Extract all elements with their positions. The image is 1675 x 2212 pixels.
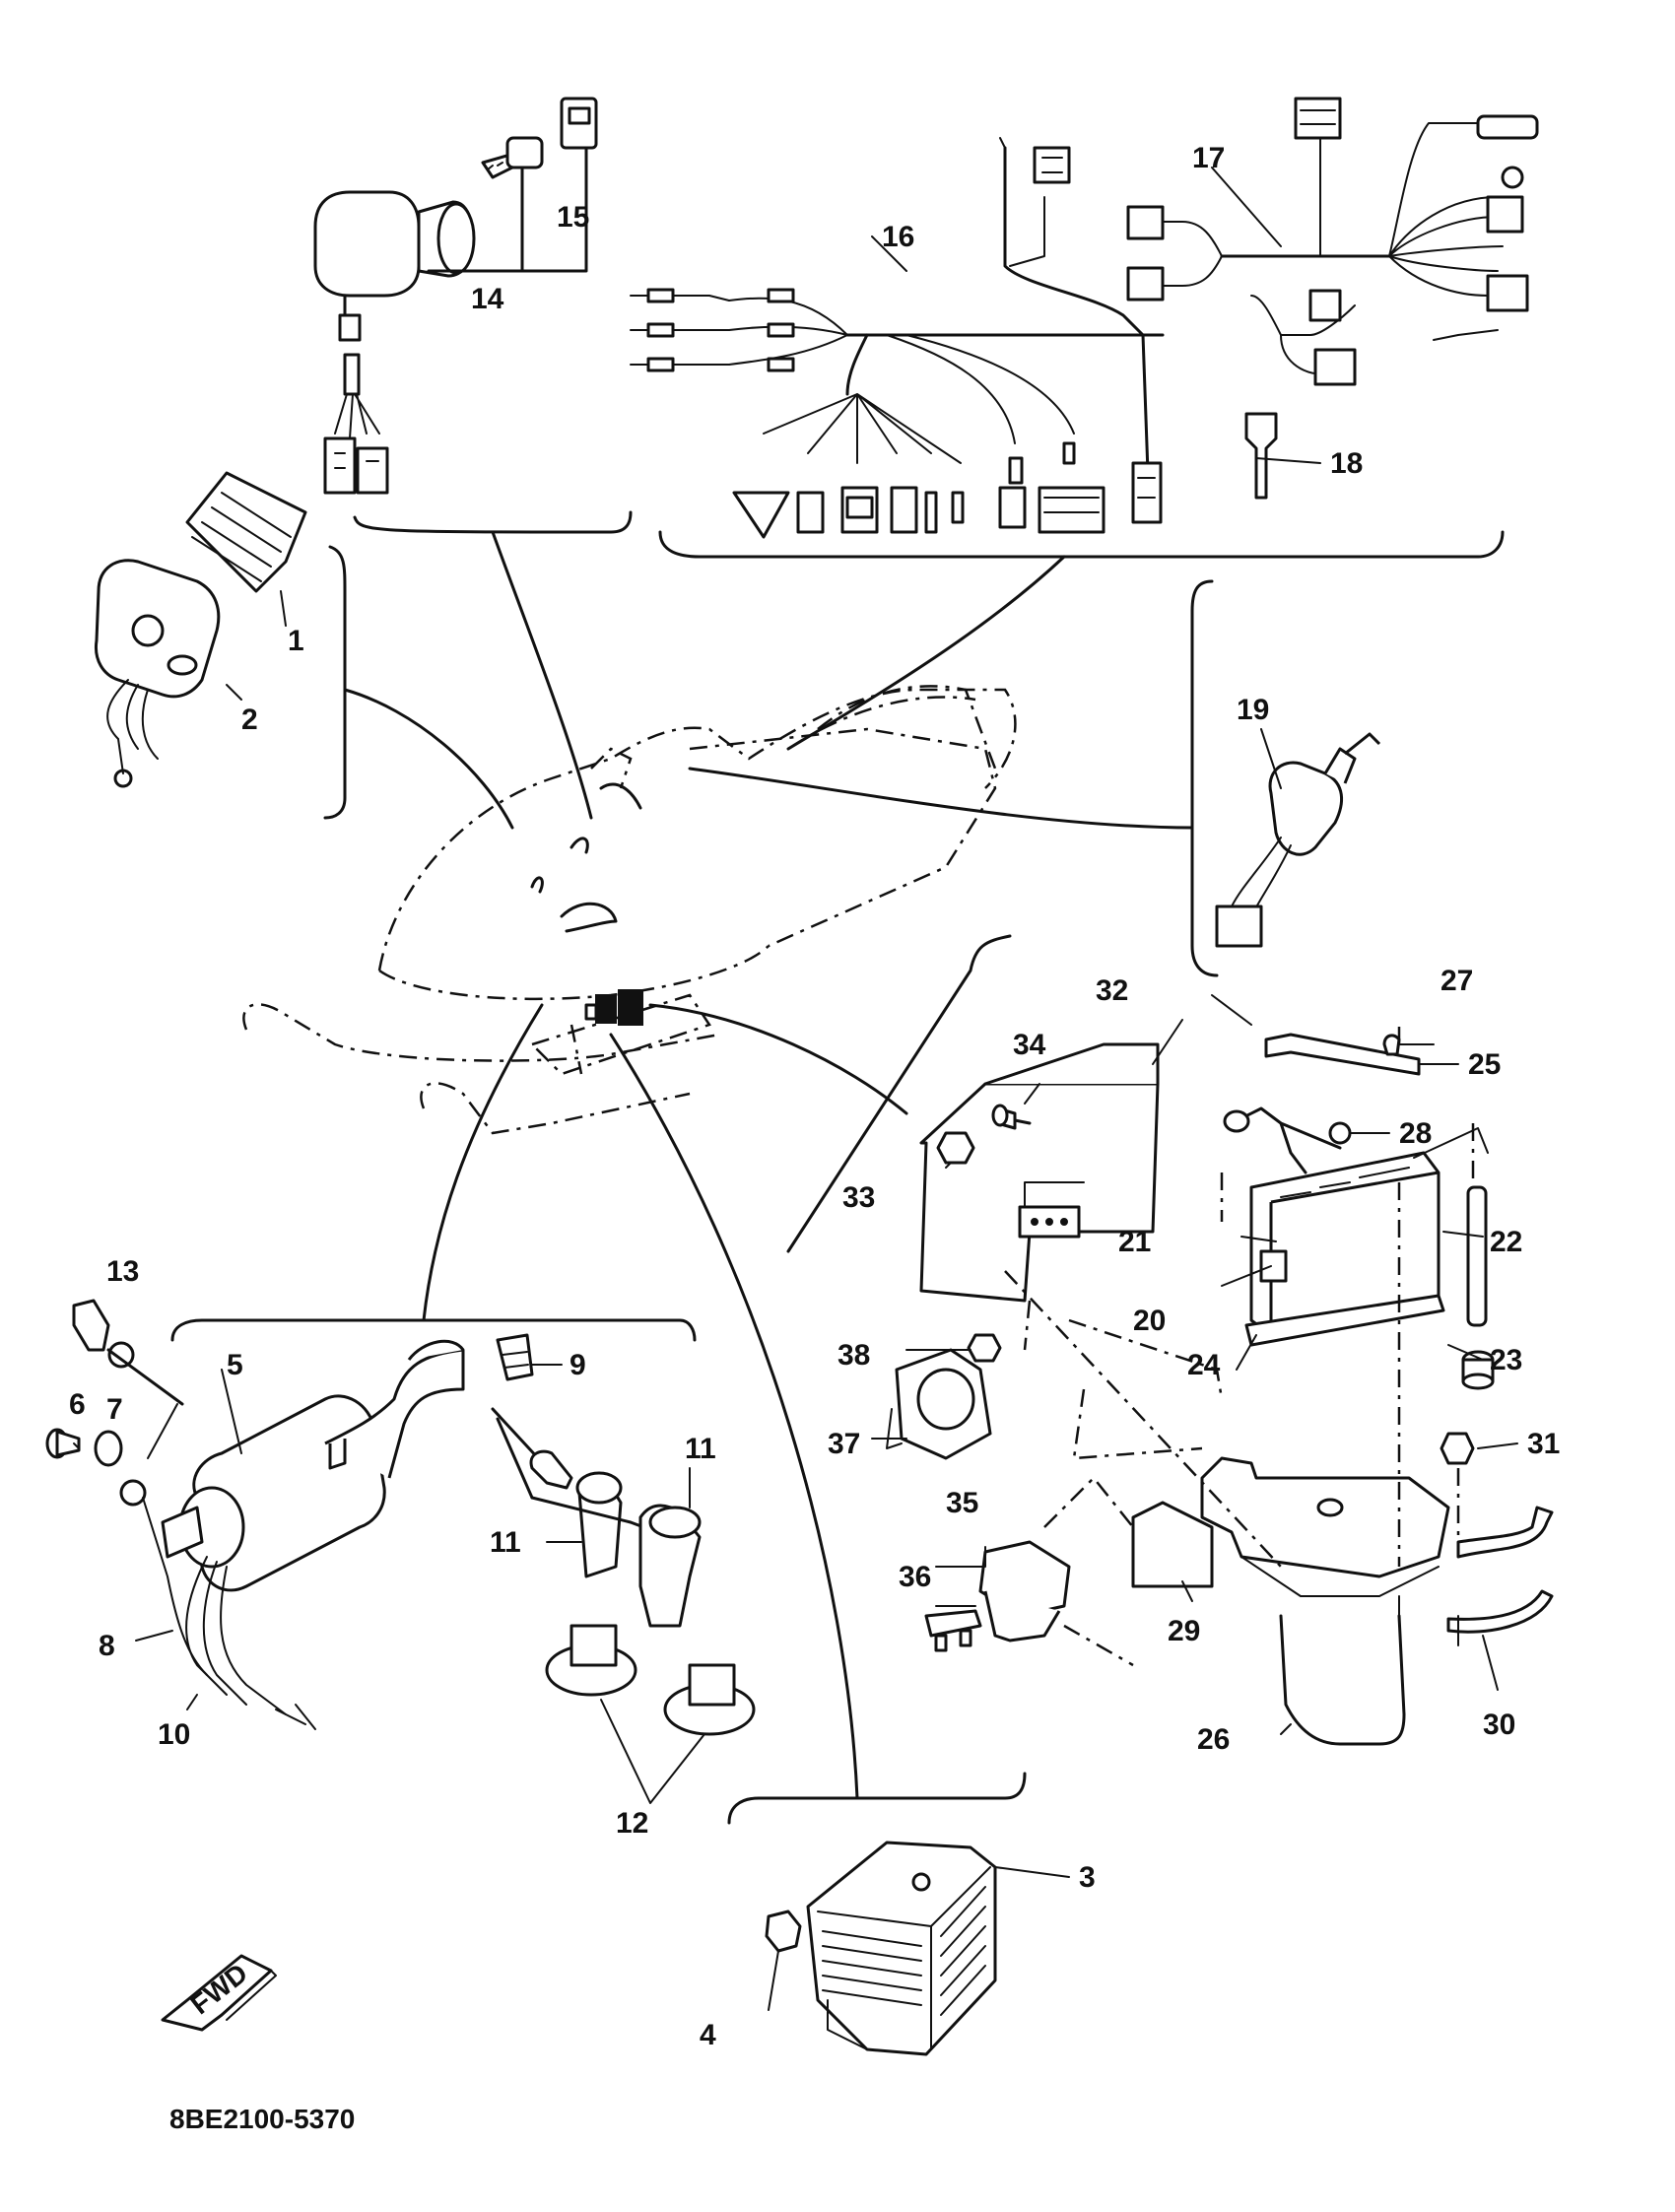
cdi-unit <box>806 1841 997 2056</box>
part-number-label: 36 <box>899 1561 931 1593</box>
nut-31 <box>1440 1432 1475 1465</box>
part-number-label: 15 <box>557 201 589 234</box>
band-26 <box>1279 1595 1406 1746</box>
part-number-label: 26 <box>1197 1723 1230 1756</box>
holder-13 <box>72 1299 184 1406</box>
bracket-30 <box>1446 1506 1554 1646</box>
toggle-switch <box>1215 732 1381 948</box>
handlebar-switch <box>94 471 307 788</box>
nut-33 <box>936 1131 975 1165</box>
key <box>481 136 544 179</box>
main-switch <box>313 190 476 495</box>
battery <box>1249 1151 1440 1337</box>
nut-38 <box>967 1333 1002 1363</box>
group-brackets <box>170 510 1505 1825</box>
grommet-23 <box>1461 1350 1495 1390</box>
part-number-label: 13 <box>106 1255 139 1288</box>
spare-key <box>1244 412 1278 500</box>
part-number-label: 37 <box>828 1428 860 1460</box>
part-number-label: 27 <box>1440 965 1473 997</box>
cap-27 <box>1382 1034 1401 1056</box>
part-number-label: 30 <box>1483 1709 1515 1741</box>
fwd-arrow-icon: FWD <box>161 1954 277 2032</box>
part-number-label: 19 <box>1237 694 1269 726</box>
vent-tube-22 <box>1466 1185 1488 1327</box>
part-number-label: 11 <box>490 1526 521 1559</box>
part-number-label: 1 <box>288 625 304 657</box>
part-number-label: 21 <box>1118 1226 1151 1258</box>
part-number-label: 32 <box>1096 974 1128 1007</box>
battery-cable-28 <box>1223 1106 1352 1174</box>
nut-4 <box>765 1910 802 1953</box>
part-number-label: 17 <box>1192 142 1225 174</box>
washer-7 <box>94 1430 123 1467</box>
part-labels: 1 2 3 4 5 6 7 8 9 10 11 11 12 13 14 15 1… <box>69 142 1560 2051</box>
body-relay <box>584 989 643 1026</box>
part-number-label: 2 <box>241 704 258 736</box>
fuse-36 <box>924 1609 982 1652</box>
part-number-label: 6 <box>69 1388 86 1421</box>
part-number-label: 38 <box>838 1339 870 1372</box>
part-number-label: 5 <box>227 1349 243 1381</box>
screw-6 <box>45 1428 81 1459</box>
cover-plate <box>919 1042 1160 1303</box>
spark-plug-caps <box>491 1407 756 1736</box>
part-number-label: 24 <box>1187 1349 1221 1381</box>
part-number-label: 31 <box>1527 1428 1560 1460</box>
part-number-label: 16 <box>882 221 914 253</box>
battery-pad <box>1244 1294 1445 1347</box>
part-number-label: 10 <box>158 1718 190 1751</box>
starter-relay-37 <box>886 1348 992 1460</box>
part-number-label: 33 <box>842 1181 875 1214</box>
wire-harness <box>630 137 1165 539</box>
part-number-label: 35 <box>946 1487 978 1519</box>
leader-lines <box>73 167 1518 2011</box>
battery-box-29 <box>1131 1456 1450 1597</box>
ignition-coil <box>161 1339 465 1730</box>
part-number-label: 34 <box>1013 1029 1046 1061</box>
part-number-label: 28 <box>1399 1117 1432 1150</box>
part-number-label: 18 <box>1330 447 1363 480</box>
part-number-label: 25 <box>1468 1048 1501 1081</box>
part-number-label: 14 <box>471 283 504 315</box>
assembly-dashes <box>1004 994 1489 1667</box>
part-number-label: 3 <box>1079 1861 1096 1894</box>
fuse-holder-35 <box>978 1540 1071 1642</box>
key-tag <box>560 97 598 150</box>
part-number-label: 29 <box>1168 1615 1200 1647</box>
part-number-label: 4 <box>700 2019 716 2051</box>
part-number-label: 12 <box>616 1807 648 1840</box>
snowmobile-body <box>242 685 1017 1135</box>
part-number-label: 8 <box>99 1630 115 1662</box>
part-number-label: 20 <box>1133 1305 1166 1337</box>
part-number-label: 23 <box>1490 1344 1522 1376</box>
battery-band-top <box>1264 1033 1421 1076</box>
clip-9 <box>496 1333 534 1381</box>
sub-harness <box>1126 97 1539 386</box>
bolt-34 <box>991 1104 1032 1130</box>
part-number-label: 9 <box>570 1349 586 1381</box>
lead-8 <box>119 1403 208 1676</box>
part-number-label: 7 <box>106 1393 123 1426</box>
part-number-label: 11 <box>685 1433 716 1465</box>
part-number-label: 22 <box>1490 1226 1522 1258</box>
diagram-code: 8BE2100-5370 <box>169 2104 355 2134</box>
